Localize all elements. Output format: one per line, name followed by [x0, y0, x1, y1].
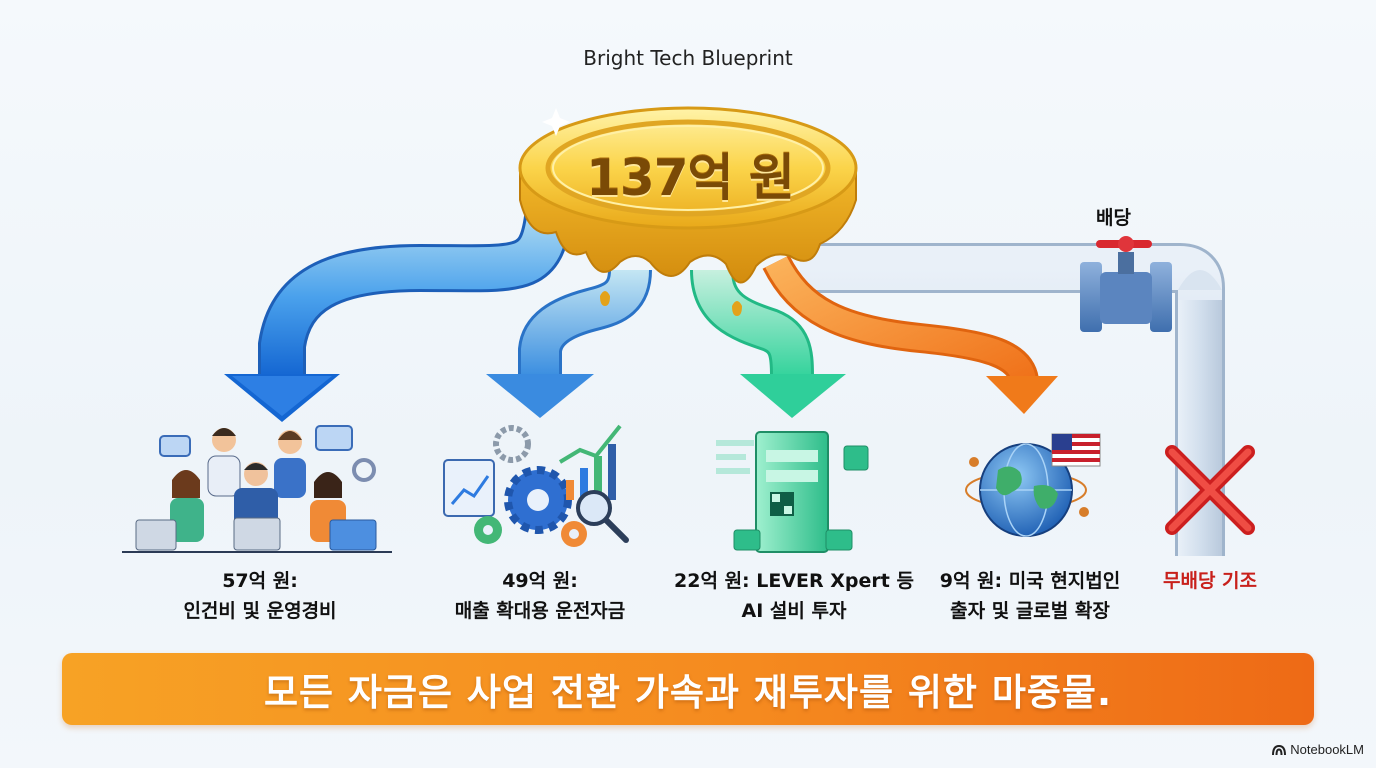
flow-label-amount: 9억 원: 미국 현지법인 [939, 570, 1121, 592]
dividend-pipe [800, 242, 1225, 556]
flow-arrow-4 [762, 254, 1058, 414]
summary-banner-text: 모든 자금은 사업 전환 가속과 재투자를 위한 마중물. [263, 671, 1113, 714]
x-mark-icon [1165, 445, 1255, 535]
flow-label-desc: AI 설비 투자 [741, 600, 847, 622]
server-chip-icon [716, 431, 869, 553]
team-icon [122, 425, 392, 553]
coin-amount: 137억 원 [586, 149, 795, 207]
dividend-label: 배당 [1096, 207, 1131, 229]
flow-label-desc: 인건비 및 운영경비 [183, 600, 337, 622]
globe-flag-icon [965, 433, 1101, 537]
flow-label-amount: 57억 원: [222, 570, 298, 592]
no-dividend-label: 무배당 기조 [1162, 570, 1257, 592]
flow-label-global: 9억 원: 미국 현지법인 출자 및 글로벌 확장 [920, 566, 1140, 626]
flow-label-amount: 22억 원: LEVER Xpert 등 [674, 570, 914, 592]
flow-arrow-1 [224, 214, 572, 422]
flow-arrow-2 [486, 268, 652, 418]
flow-label-ai-investment: 22억 원: LEVER Xpert 등 AI 설비 투자 [662, 566, 926, 626]
flow-arrow-3 [690, 268, 846, 418]
flow-label-desc: 매출 확대용 운전자금 [454, 600, 626, 622]
flow-label-working-capital: 49억 원: 매출 확대용 운전자금 [420, 566, 660, 626]
gold-coin [518, 106, 858, 316]
page-title: Bright Tech Blueprint [583, 46, 793, 70]
flow-label-personnel: 57억 원: 인건비 및 운영경비 [140, 566, 380, 626]
valve-icon [1080, 236, 1172, 332]
brand-name: NotebookLM [1290, 742, 1364, 757]
flow-label-amount: 49억 원: [502, 570, 578, 592]
notebooklm-logo-icon [1272, 744, 1287, 755]
summary-banner: 모든 자금은 사업 전환 가속과 재투자를 위한 마중물. [62, 653, 1314, 725]
gears-chart-icon [443, 424, 629, 547]
flow-label-desc: 출자 및 글로벌 확장 [950, 600, 1110, 622]
brand-mark: NotebookLM [1272, 742, 1364, 757]
